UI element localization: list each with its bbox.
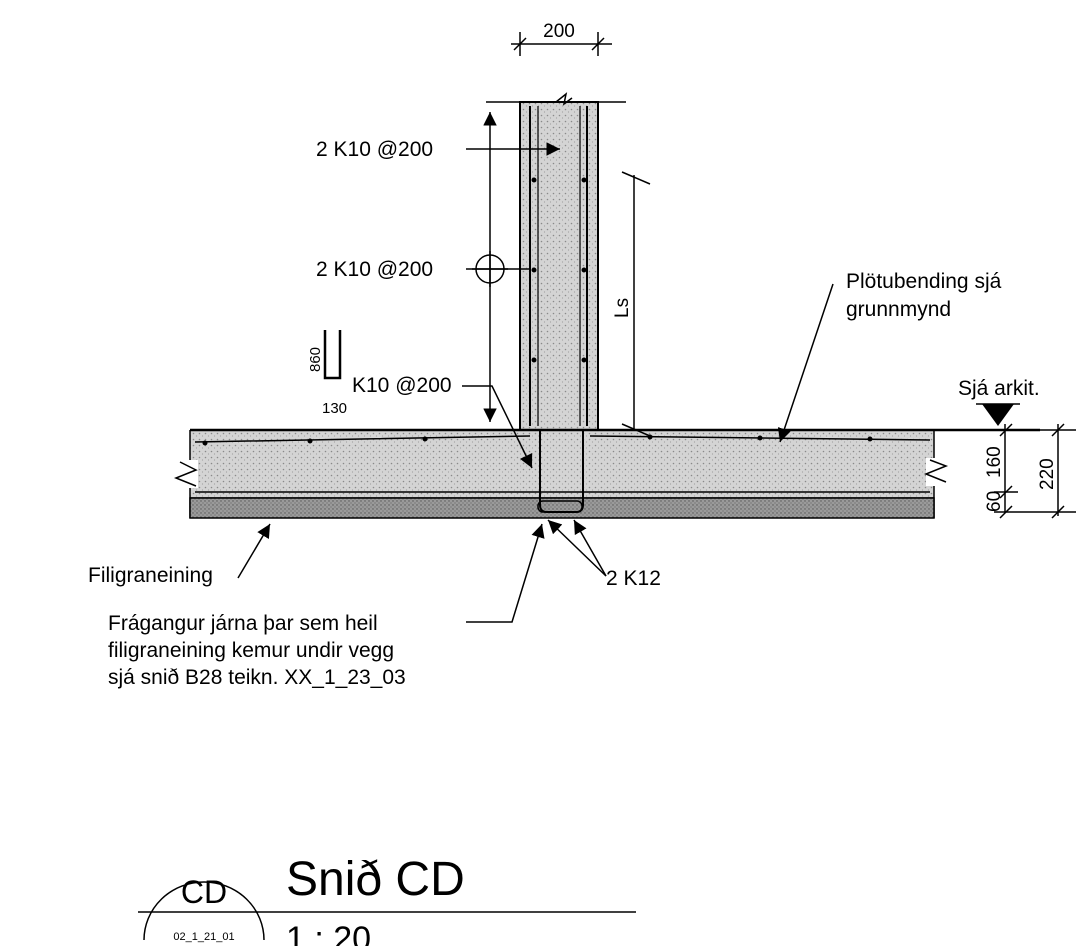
bar-shape-sketch xyxy=(323,330,342,380)
section-cut-symbol xyxy=(472,251,508,287)
section-title: Snið CD xyxy=(286,853,465,906)
bottom-bars-leaders xyxy=(547,519,607,577)
precast-element-leader xyxy=(237,523,271,579)
title-bubble-id: CD xyxy=(181,874,227,910)
wall-vertical-rebar-label: 2 K10 @200 xyxy=(316,258,433,281)
title-sheet-reference: 02_1_21_01 xyxy=(173,931,234,943)
bar-shape-foot-length: 130 xyxy=(322,400,347,417)
detail-note-leader xyxy=(466,523,545,623)
drawing-scale: 1 : 20 xyxy=(286,920,371,946)
slab-precast-depth-label: 60 xyxy=(984,491,1005,512)
bottom-bars-label: 2 K12 xyxy=(606,567,661,590)
starter-bar-leader xyxy=(462,385,533,469)
slab-reinforcement-note-line2: grunnmynd xyxy=(846,298,951,321)
wall-rebar xyxy=(529,106,588,426)
starter-bar-label: K10 @200 xyxy=(352,374,452,397)
slab-reinforcement-note-line1: Plötubending sjá xyxy=(846,270,1002,293)
precast-element-label: Filigraneining xyxy=(88,564,213,587)
slab-rebar xyxy=(194,434,931,493)
precast-filigree-layer xyxy=(189,497,935,519)
wall-thickness-label: 200 xyxy=(543,21,575,42)
level-reference-marker xyxy=(976,403,1020,426)
detail-note-line3: sjá snið B28 teikn. XX_1_23_03 xyxy=(108,666,406,689)
level-reference-label: Sjá arkit. xyxy=(958,377,1040,400)
detail-note-line2: filigraneining kemur undir vegg xyxy=(108,639,394,662)
wall-horizontal-rebar-label: 2 K10 @200 xyxy=(316,138,433,161)
slab-reinforcement-leader xyxy=(777,283,834,443)
slab-top-depth-label: 160 xyxy=(984,446,1005,478)
concrete-wall xyxy=(486,92,626,431)
slab-break-mark-left xyxy=(173,460,198,488)
lap-length-label: Ls xyxy=(612,298,633,318)
starter-bar-u xyxy=(537,430,584,513)
slab-total-depth-label: 220 xyxy=(1037,458,1058,490)
detail-note-line1: Frágangur járna þar sem heil xyxy=(108,612,378,635)
bar-shape-leg-length: 860 xyxy=(307,347,324,372)
slab-depth-dimensions xyxy=(992,423,1076,519)
title-bubble xyxy=(138,881,636,941)
wall-thickness-dimension xyxy=(511,32,612,56)
lap-length-dimension xyxy=(621,171,651,437)
slab-break-mark-right xyxy=(923,458,949,486)
